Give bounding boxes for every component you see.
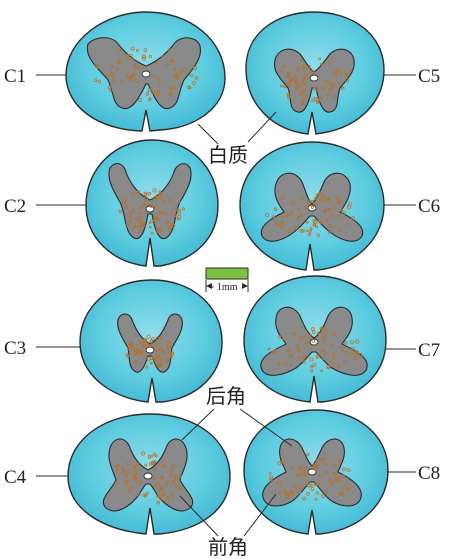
leader-line-white-matter-2 [248,112,276,142]
scale-bar-fill [206,268,248,279]
section-c1 [66,12,225,131]
label-c8: C8 [418,463,440,484]
anterior-horn-label: 前角 [208,535,248,559]
section-c2 [86,140,218,266]
section-c7 [244,276,386,402]
section-c6 [240,142,384,270]
label-c7: C7 [418,340,440,361]
label-c1: C1 [4,66,26,87]
central-canal-c5 [310,75,318,81]
label-c4: C4 [4,467,27,488]
leader-line-white-matter-1 [198,124,218,144]
label-c2: C2 [4,196,26,217]
section-c5 [246,12,384,134]
central-canal-c4 [144,473,152,479]
central-canal-c1 [142,71,150,77]
white-matter-label: 白质 [208,143,248,167]
scale-label: ~ 1mm [209,282,238,293]
scale-arrow-right-icon [242,283,248,289]
section-c3 [80,280,222,402]
label-c5: C5 [418,66,440,87]
section-c4 [68,414,230,534]
scale-bar: ~ 1mm [206,268,248,293]
posterior-horn-label: 后角 [206,384,246,408]
label-c6: C6 [418,196,440,217]
section-c8 [244,410,388,534]
label-c3: C3 [4,338,26,359]
central-canal-c3 [146,347,154,353]
white-matter-c3 [80,280,222,402]
